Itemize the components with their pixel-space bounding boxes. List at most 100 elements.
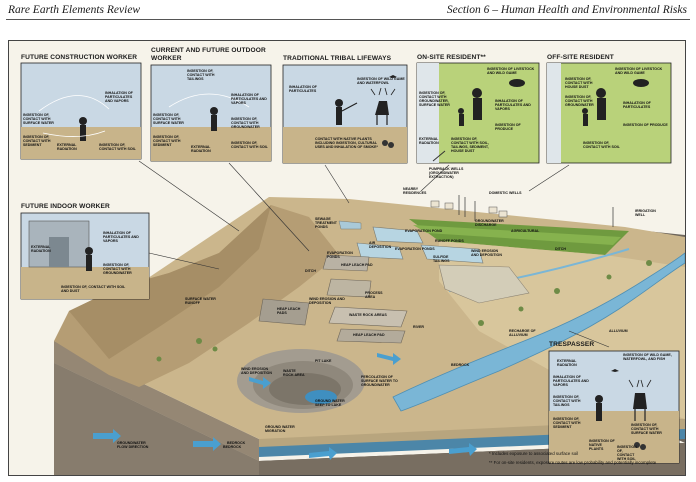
trespasser-label: EXTERNAL RADIATION — [557, 359, 577, 368]
heap-leach-pad-1 — [322, 254, 370, 272]
outdoor-label: INGESTION OF, CONTACT WITH GROUNDWATER — [231, 117, 260, 130]
sulfide-tailings — [438, 264, 530, 304]
field-stripe — [413, 225, 621, 245]
panel-title-tribal: TRADITIONAL TRIBAL LIFEWAYS — [283, 55, 392, 62]
wells — [458, 195, 614, 227]
site-label: IRRIGATION WELL — [635, 209, 656, 218]
site-label: EVAPORATION PONDS — [395, 247, 435, 251]
site-label: HEAP LEACH PAD — [353, 333, 385, 337]
site-label: NEARBY RESIDENCES — [403, 187, 427, 196]
panel-title-onsite: ON-SITE RESIDENT** — [417, 54, 486, 61]
onsite-label: EXTERNAL RADIATION — [419, 137, 439, 146]
waste-rock-areas — [328, 306, 408, 328]
heap-leach-pad-2 — [336, 328, 406, 344]
evaporation-pond-2 — [420, 244, 484, 264]
site-label: BEDROCK — [451, 363, 470, 367]
sewage-pond — [338, 220, 362, 230]
site-label: RECHARGE OF ALLUVIUM — [509, 329, 536, 338]
trespasser-label: INGESTION OF, CONTACT WITH SEDIMENT — [553, 417, 581, 430]
pit-lake — [305, 390, 337, 404]
site-label: WIND EROSION AND DEPOSITION — [241, 367, 272, 376]
document-header-right: Section 6 – Human Health and Environment… — [446, 4, 687, 16]
site-label: ALLUVIUM — [609, 329, 628, 333]
site-label: EVAPORATION PONDS — [327, 251, 353, 260]
offsite-label: INGESTION OF LIVESTOCK AND WILD GAME — [615, 67, 663, 76]
document-header-left: Rare Earth Elements Review — [8, 4, 141, 16]
trespasser-label: INHALATION OF PARTICULATES AND VAPORS — [553, 375, 589, 388]
landscape-block-diagram — [20, 62, 685, 475]
vegetation — [156, 260, 652, 362]
offsite-panel-bg — [546, 62, 672, 164]
hill-shadow — [69, 205, 271, 359]
site-label: DOMESTIC WELLS — [489, 191, 522, 195]
evaporation-pond-1 — [372, 226, 424, 244]
site-label: GROUNDWATER FLOW DIRECTION — [117, 441, 149, 450]
construction-label: INGESTION OF, CONTACT WITH SEDIMENT — [23, 135, 51, 148]
tribal-label: INHALATION OF PARTICULATES — [289, 85, 317, 94]
construction-label: INGESTION OF, CONTACT WITH SOIL — [99, 143, 136, 152]
site-label: WASTE ROCK AREAS — [349, 313, 387, 317]
outdoor-label: INGESTION OF, CONTACT WITH SOIL — [231, 141, 268, 150]
residences — [430, 200, 508, 218]
footnote-2: ** For on-site residents, exposure route… — [489, 460, 657, 465]
site-label: SEWAGE TREATMENT PONDS — [315, 217, 337, 230]
site-label: DITCH — [305, 269, 316, 273]
panel-title-indoor: FUTURE INDOOR WORKER — [21, 203, 110, 210]
site-label: RIVER — [413, 325, 424, 329]
outdoor-label: INGESTION OF, CONTACT WITH SEDIMENT — [153, 135, 181, 148]
site-label: AGRICULTURAL — [511, 229, 540, 233]
header-rule — [6, 19, 690, 20]
trespasser-label: INGESTION OF, CONTACT WITH SURFACE WATER — [631, 423, 662, 436]
offsite-label: INGESTION OF, CONTACT WITH SOIL — [583, 141, 620, 150]
site-label: HEAP LEACH PAD — [341, 263, 373, 267]
site-label: DITCH — [555, 247, 566, 251]
offsite-label: INGESTION OF, CONTACT WITH GROUNDWATER — [565, 95, 594, 108]
site-label: SURFACE WATER RUNOFF — [185, 297, 216, 306]
site-label: PROCESS AREA — [365, 291, 383, 300]
site-label: HEAP LEACH PADS — [277, 307, 301, 316]
site-label: GROUNDWATER DISCHARGE — [475, 219, 504, 228]
indoor-label: INGESTION OF, CONTACT WITH SOIL AND DUST — [61, 285, 126, 294]
panel-title-offsite: OFF-SITE RESIDENT — [547, 54, 614, 61]
outdoor-label: INGESTION OF, CONTACT WITH SURFACE WATER — [153, 113, 184, 126]
construction-label: INGESTION OF, CONTACT WITH SURFACE WATER — [23, 113, 54, 126]
construction-label: EXTERNAL RADIATION — [57, 143, 77, 152]
conceptual-site-model-figure: FUTURE CONSTRUCTION WORKER CURRENT AND F… — [8, 40, 686, 476]
site-label: BEDROCK — [227, 441, 246, 445]
offsite-label: INHALATION OF PARTICULATES — [623, 101, 651, 110]
site-label: GROUND WATER MIGRATION — [265, 425, 295, 434]
site-label: PERCOLATION OF SURFACE WATER TO GROUNDWA… — [361, 375, 398, 388]
site-label: GROUND WATER SEEP TO LAKE — [315, 399, 345, 408]
offsite-label: INGESTION OF, CONTACT WITH HOUSE DUST — [565, 77, 593, 90]
site-label: PUMPBACK WELLS (GROUNDWATER EXTRACTION) — [429, 167, 464, 180]
trespasser-label: INGESTION OF WILD GAME, WATERFOWL, AND F… — [623, 353, 672, 362]
tribal-label: INGESTION OF WILD GAME AND WATERFOWL — [357, 77, 405, 86]
leader-lines — [138, 160, 610, 348]
onsite-label: INHALATION OF PARTICULATES AND VAPORS — [495, 99, 531, 112]
onsite-label: INGESTION OF LIVESTOCK AND WILD GAME — [487, 67, 535, 76]
footnote-1: * Includes exposure to associated surfac… — [489, 451, 579, 456]
outdoor-label: EXTERNAL RADIATION — [191, 145, 211, 154]
panel-title-construction: FUTURE CONSTRUCTION WORKER — [21, 54, 138, 61]
process-area — [326, 278, 372, 298]
onsite-label: INGESTION OF PRODUCE — [495, 123, 521, 132]
river — [392, 252, 685, 412]
trespasser-label: INGESTION OF, CONTACT WITH SOIL — [617, 445, 637, 462]
indoor-label: INHALATION OF PARTICULATES AND VAPORS — [103, 231, 139, 244]
evaporation-pond-3 — [356, 242, 404, 260]
indoor-label: EXTERNAL RADIATION — [31, 245, 51, 254]
panel-title-outdoor: CURRENT AND FUTURE OUTDOOR WORKER — [151, 47, 266, 62]
site-label: WIND EROSION AND DEPOSITION — [309, 297, 345, 306]
site-label: PIT LAKE — [315, 359, 332, 363]
onsite-label: INGESTION OF, CONTACT WITH GROUNDWATER, … — [419, 91, 450, 108]
indoor-label: INGESTION OF, CONTACT WITH GROUNDWATER — [103, 263, 132, 276]
panel-title-trespasser: TRESPASSER — [549, 341, 595, 348]
trespasser-label: INGESTION OF NATIVE PLANTS — [589, 439, 615, 452]
site-label: EVAPORATION POND — [405, 229, 443, 233]
site-label: WASTE ROCK AREA — [283, 369, 305, 378]
trespasser-label: INGESTION OF, CONTACT WITH TAILINGS — [553, 395, 581, 408]
site-label: AIR DEPOSITION — [369, 241, 392, 250]
outdoor-label: INHALATION OF PARTICULATES AND VAPORS — [231, 93, 267, 106]
site-label: WIND EROSION AND DEPOSITION — [471, 249, 502, 258]
site-label: BEDROCK — [223, 445, 242, 449]
